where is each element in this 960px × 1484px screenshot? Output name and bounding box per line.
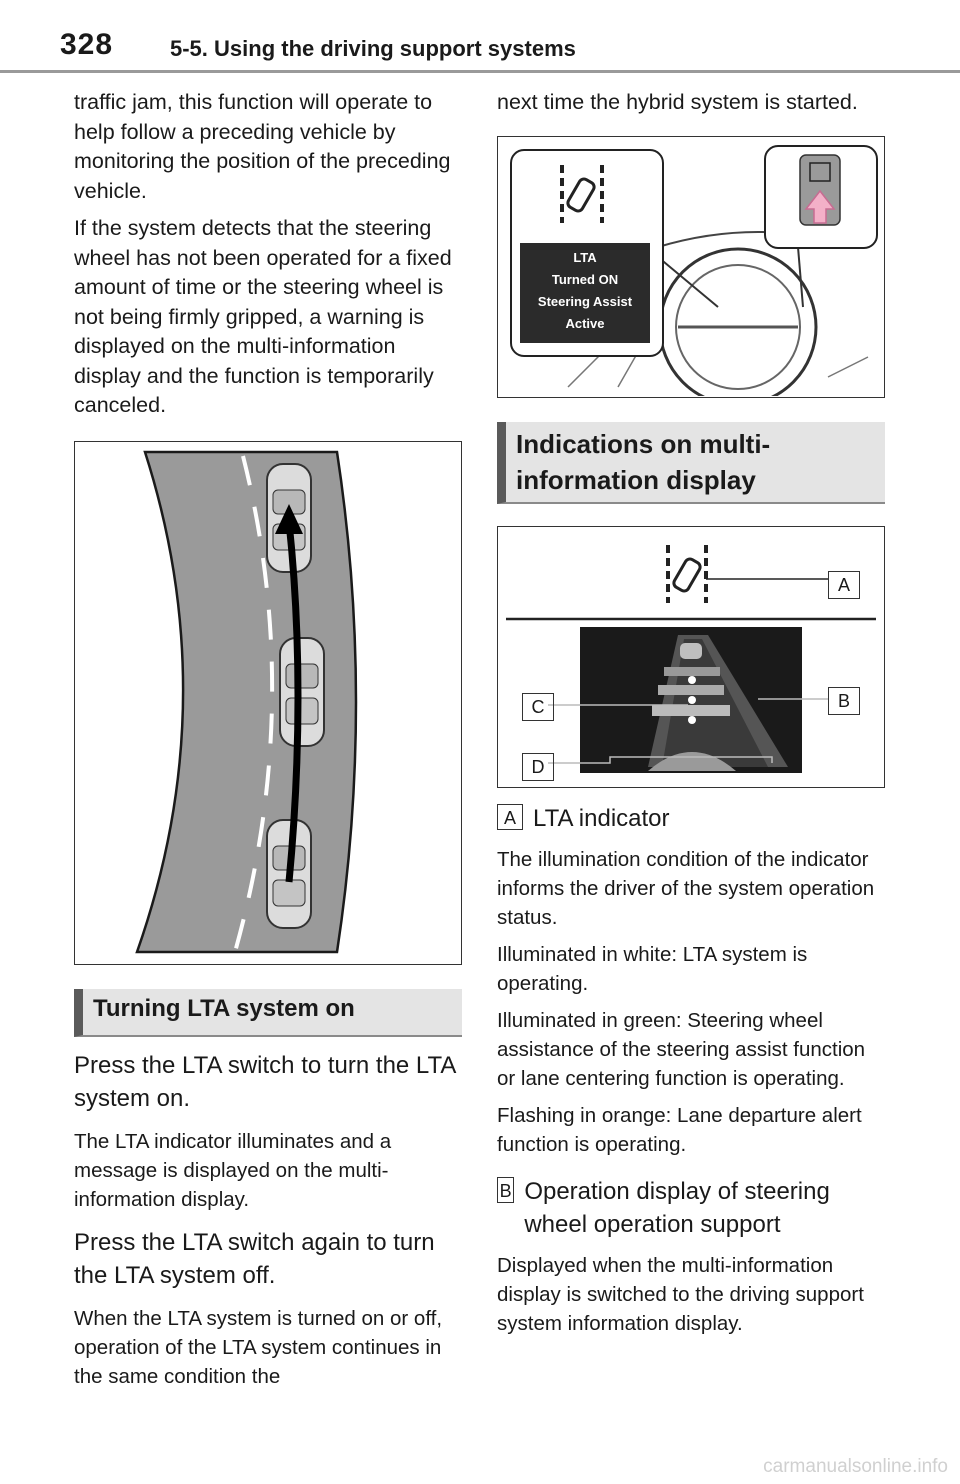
lta-switch-illustration: LTA Turned ON Steering Assist Active	[497, 135, 885, 398]
display-message-line: Steering Assist	[537, 293, 633, 309]
item-a-orange: Flashing in orange: Lane departure alert…	[497, 1103, 862, 1156]
car-icon	[279, 636, 325, 747]
item-b-tag: B	[497, 1176, 515, 1203]
continued-paragraph: next time the hybrid system is started.	[497, 90, 858, 114]
arrow-up-icon	[804, 189, 836, 224]
arrow-up-icon	[275, 503, 303, 534]
header-divider	[0, 70, 960, 73]
display-message-line: LTA	[573, 249, 597, 265]
display-message-box: LTA Turned ON Steering Assist Active	[520, 242, 650, 343]
car-icon	[680, 642, 702, 659]
page-header: 328 5-5. Using the driving support syste…	[0, 0, 960, 74]
left-column: traffic jam, this function will operate …	[74, 88, 464, 1399]
page-number: 328	[60, 28, 114, 61]
heading-indications: Indications on multi-information display	[497, 421, 885, 504]
display-message-line: Active	[565, 315, 605, 331]
item-b-title: Operation display of steering wheel oper…	[524, 1177, 830, 1238]
right-column: next time the hybrid system is started. …	[497, 88, 887, 1346]
lta-lane-icon	[666, 544, 708, 603]
display-message-line: Turned ON	[551, 271, 619, 287]
intro-paragraph: traffic jam, this function will operate …	[74, 90, 451, 203]
item-a-description: The illumination condition of the indica…	[497, 847, 875, 929]
heading-turning-lta-on: Turning LTA system on	[74, 988, 462, 1037]
item-b-description: Displayed when the multi-information dis…	[497, 1253, 864, 1335]
item-a-title: LTA indicator	[533, 804, 670, 832]
warning-paragraph: If the system detects that the steering …	[74, 216, 452, 417]
off-note: When the LTA system is turned on or off,…	[74, 1306, 443, 1388]
item-a-white: Illuminated in white: LTA system is oper…	[497, 942, 808, 995]
callout-d: D	[522, 752, 554, 781]
steering-wheel-switch-icon	[799, 153, 841, 226]
indicator-note: The LTA indicator illuminates and a mess…	[74, 1129, 392, 1211]
callout-a: A	[828, 570, 860, 599]
press-off-instruction: Press the LTA switch again to turn the L…	[74, 1228, 435, 1289]
multi-information-display-illustration: A B C D	[497, 525, 885, 788]
item-a-green: Illuminated in green: Steering wheel ass…	[497, 1008, 866, 1090]
section-title: 5-5. Using the driving support systems	[170, 36, 576, 61]
callout-b: B	[828, 686, 860, 715]
callout-c: C	[522, 692, 554, 721]
item-a-tag: A	[497, 803, 523, 830]
press-on-instruction: Press the LTA switch to turn the LTA sys…	[74, 1051, 456, 1112]
road-following-illustration	[74, 440, 462, 965]
item-b-title-row: B Operation display of steering wheel op…	[497, 1175, 887, 1241]
item-a-title-row: A LTA indicator	[497, 802, 887, 835]
switch-zoom-callout	[764, 144, 878, 249]
display-zoom-callout: LTA Turned ON Steering Assist Active	[510, 148, 664, 357]
road-svg	[135, 450, 358, 953]
lta-lane-icon	[560, 164, 604, 223]
watermark: carmanualsonline.info	[763, 1456, 948, 1477]
